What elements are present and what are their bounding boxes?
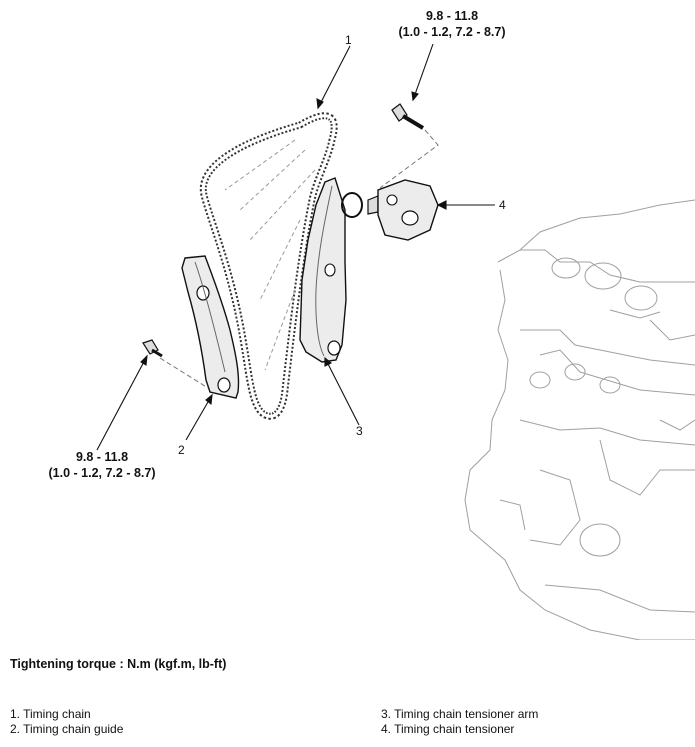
torque-spec-top: 9.8 - 11.8 (1.0 - 1.2, 7.2 - 8.7): [372, 8, 532, 40]
legend-item-4: 4. Timing chain tensioner: [381, 722, 515, 736]
legend-item-2: 2. Timing chain guide: [10, 722, 124, 736]
tensioner-bolt: [379, 103, 439, 189]
legend-item-3: 3. Timing chain tensioner arm: [381, 707, 539, 721]
timing-chain: [199, 112, 338, 420]
engine-block-outline: [464, 199, 695, 641]
timing-chain-guide: [181, 255, 240, 399]
legend-left: 1. Timing chain 2. Timing chain guide: [10, 707, 123, 737]
torque-top-nm: 9.8 - 11.8: [425, 9, 479, 23]
callout-2: 2: [178, 443, 185, 457]
legend-right: 3. Timing chain tensioner arm 4. Timing …: [381, 707, 538, 737]
legend-item-1: 1. Timing chain: [10, 707, 91, 721]
callout-4: 4: [499, 198, 506, 212]
torque-left-alt: (1.0 - 1.2, 7.2 - 8.7): [48, 466, 156, 480]
diagram-drawing: [96, 43, 695, 641]
timing-chain-tensioner-arm: [299, 177, 347, 363]
torque-left-nm: 9.8 - 11.8: [75, 450, 129, 464]
torque-spec-left: 9.8 - 11.8 (1.0 - 1.2, 7.2 - 8.7): [22, 449, 182, 481]
torque-caption: Tightening torque : N.m (kgf.m, lb-ft): [10, 657, 227, 671]
exploded-diagram: 9.8 - 11.8 (1.0 - 1.2, 7.2 - 8.7) 9.8 - …: [22, 8, 695, 641]
guide-bolt: [142, 339, 209, 389]
timing-chain-tensioner: [341, 179, 439, 241]
callout-3: 3: [356, 424, 363, 438]
leader-lines: [96, 43, 495, 451]
torque-top-alt: (1.0 - 1.2, 7.2 - 8.7): [398, 25, 506, 39]
callout-1: 1: [345, 33, 352, 47]
